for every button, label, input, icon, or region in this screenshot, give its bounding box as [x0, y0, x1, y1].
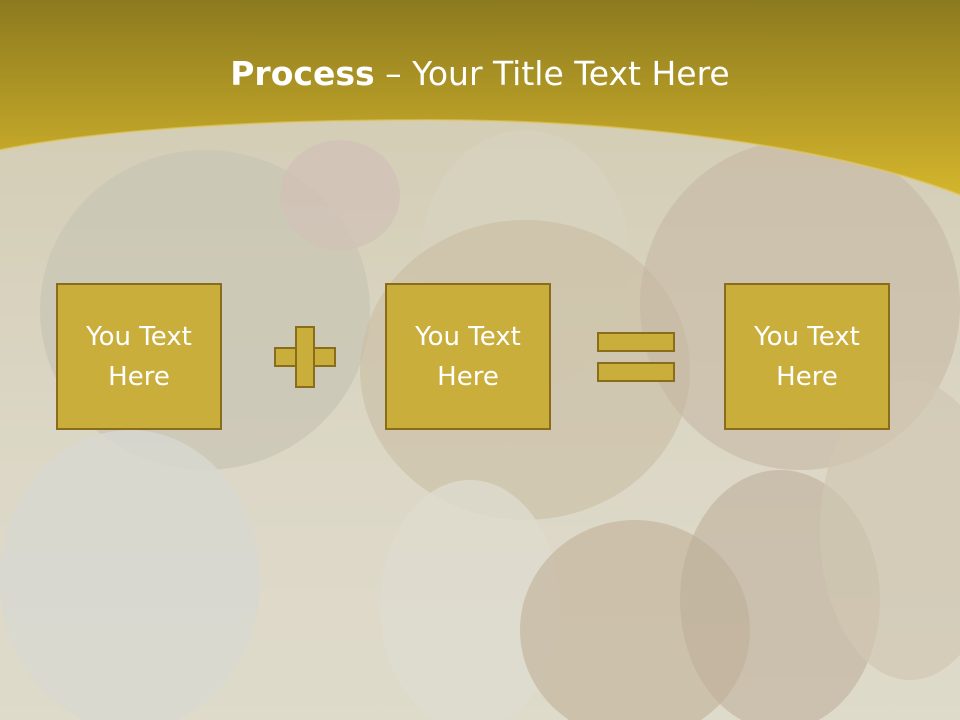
text-box-3-label: You Text Here	[754, 321, 860, 392]
text-box-2-label: You Text Here	[415, 321, 521, 392]
text-box-1[interactable]: You Text Here	[56, 283, 222, 430]
title-banner	[0, 0, 960, 196]
plus-icon	[274, 326, 336, 388]
text-box-2[interactable]: You Text Here	[385, 283, 551, 430]
title-rest: – Your Title Text Here	[374, 54, 730, 93]
slide-title: Process – Your Title Text Here	[0, 52, 960, 96]
title-bold: Process	[230, 54, 375, 93]
equals-icon	[597, 332, 675, 382]
text-box-3[interactable]: You Text Here	[724, 283, 890, 430]
text-box-1-label: You Text Here	[86, 321, 192, 392]
